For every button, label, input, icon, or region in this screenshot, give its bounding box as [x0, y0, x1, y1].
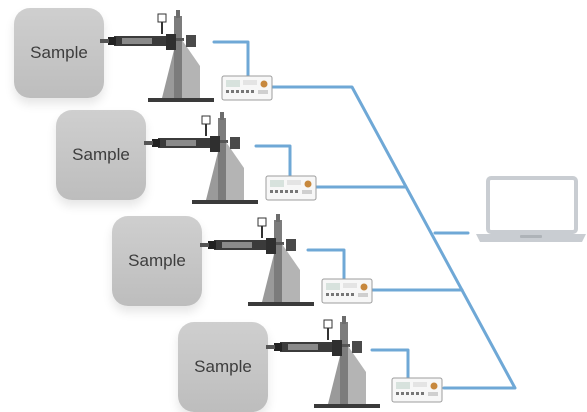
cable-instrument-3 [306, 248, 346, 282]
cable-network [212, 40, 517, 390]
sample-box-3: Sample [112, 216, 202, 306]
controller-unit-icon [265, 175, 317, 201]
controller-unit-icon [391, 377, 443, 403]
sample-label: Sample [30, 43, 88, 62]
controller-unit-icon [221, 75, 273, 101]
measurement-stand-icon [265, 315, 381, 409]
sample-label: Sample [194, 357, 252, 376]
laptop-icon [476, 176, 586, 242]
measurement-stand-icon [143, 111, 259, 205]
cable-instrument-2 [254, 144, 292, 178]
cable-instrument-1 [212, 40, 250, 78]
controller-unit-icon [321, 278, 373, 304]
cable-instrument-4 [370, 348, 410, 380]
sample-label: Sample [72, 145, 130, 164]
measurement-stand-icon [199, 213, 315, 307]
measurement-stand-icon [99, 9, 215, 103]
sample-box-1: Sample [14, 8, 104, 98]
sample-label: Sample [128, 251, 186, 270]
cable-trunk [268, 85, 517, 390]
sample-box-4: Sample [178, 322, 268, 412]
sample-box-2: Sample [56, 110, 146, 200]
